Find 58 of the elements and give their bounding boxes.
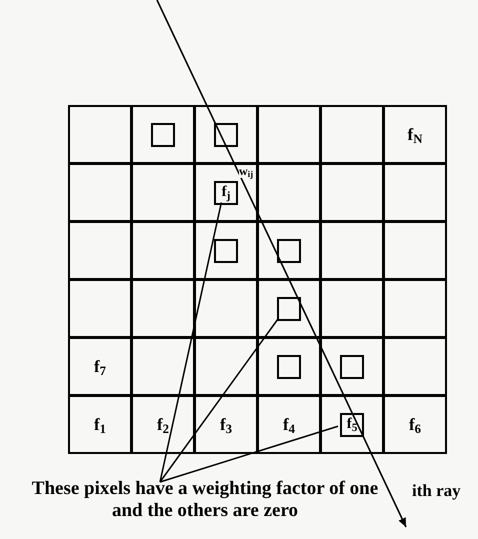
pixel-label: f$_{1}$ <box>94 416 106 433</box>
pixel-cell <box>194 279 258 338</box>
pixel-cell <box>194 221 258 280</box>
pixel-cell <box>131 105 195 164</box>
pixel-cell <box>320 163 384 222</box>
pixel-cell <box>68 279 132 338</box>
pixel-label: f$_{3}$ <box>220 416 232 433</box>
pixel-cell <box>257 279 321 338</box>
pixel-cell <box>194 105 258 164</box>
pixel-cell <box>257 337 321 396</box>
pixel-cell <box>383 105 447 164</box>
pixel-label: f$_{5}$ <box>346 417 358 432</box>
pixel-cell <box>320 279 384 338</box>
pixel-cell <box>131 395 195 454</box>
pixel-label: f$_{N}$ <box>408 126 422 143</box>
pixel-cell <box>383 279 447 338</box>
pixel-cell <box>383 221 447 280</box>
caption-text: These pixels have a weighting factor of one and the others are zero <box>30 478 380 522</box>
pixel-cell <box>131 279 195 338</box>
pixel-label: f$_{4}$ <box>282 416 296 433</box>
pixel-label: f$_{2}$ <box>156 416 170 433</box>
pixel-cell <box>68 395 132 454</box>
pixel-cell <box>68 163 132 222</box>
marked-pixel <box>151 122 175 146</box>
pixel-cell <box>383 395 447 454</box>
pixel-cell <box>320 105 384 164</box>
pixel-cell <box>194 395 258 454</box>
pixel-cell <box>194 337 258 396</box>
pixel-label: f$_{6}$ <box>408 416 422 433</box>
pixel-cell <box>68 337 132 396</box>
pixel-cell <box>320 395 384 454</box>
marked-pixel <box>277 296 301 320</box>
marked-pixel <box>214 238 238 262</box>
pixel-cell <box>320 221 384 280</box>
pixel-cell <box>131 163 195 222</box>
pixel-cell <box>320 337 384 396</box>
leader-line <box>159 318 279 482</box>
pixel-cell <box>257 163 321 222</box>
pixel-cell <box>257 105 321 164</box>
marked-pixel <box>340 354 364 378</box>
pixel-cell <box>131 337 195 396</box>
pixel-cell <box>131 221 195 280</box>
ray-label: ith ray <box>412 480 461 502</box>
marked-pixel <box>214 122 238 146</box>
pixel-cell <box>383 337 447 396</box>
pixel-label: f$_{7}$ <box>94 358 106 375</box>
pixel-cell <box>257 221 321 280</box>
pixel-cell <box>68 105 132 164</box>
pixel-label: f$_{j}$ <box>222 185 230 200</box>
marked-pixel <box>340 412 364 436</box>
leader-line <box>159 202 222 482</box>
marked-pixel <box>277 238 301 262</box>
marked-pixel <box>214 180 238 204</box>
pixel-cell <box>257 395 321 454</box>
leader-line <box>160 426 338 483</box>
marked-pixel <box>277 354 301 378</box>
pixel-cell <box>68 221 132 280</box>
pixel-cell <box>383 163 447 222</box>
